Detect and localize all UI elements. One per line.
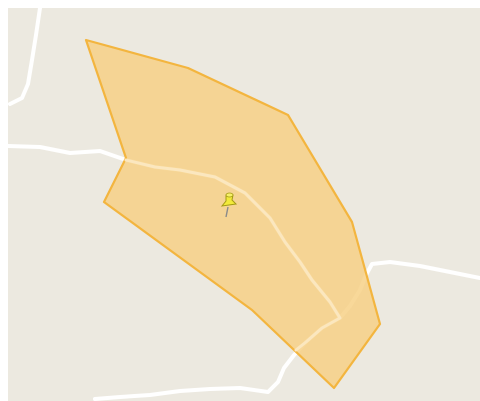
- road-northwest: [8, 6, 42, 106]
- pushpin-head: [225, 192, 234, 198]
- highlighted-area[interactable]: [84, 38, 382, 390]
- pushpin-icon[interactable]: [220, 192, 238, 218]
- pushpin-needle: [225, 206, 229, 218]
- road-inside-area: [124, 158, 342, 352]
